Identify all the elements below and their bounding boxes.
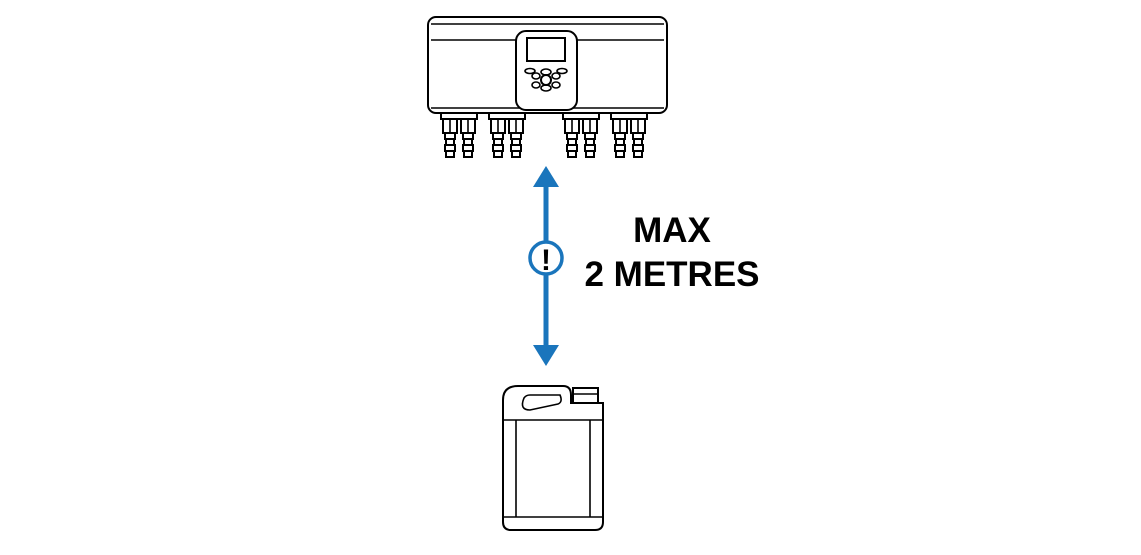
max-label: MAX	[633, 211, 711, 250]
dosing-pump-icon	[427, 16, 668, 158]
fitting-part	[567, 150, 577, 158]
fitting-part	[610, 112, 648, 120]
distance-label: 2 METRES	[584, 255, 760, 294]
fitting-part	[562, 112, 600, 120]
fitting-part	[633, 150, 643, 158]
canister-icon	[502, 385, 604, 531]
svg-text:!: !	[541, 244, 551, 277]
fitting-part	[445, 150, 455, 158]
warning-icon: !	[528, 240, 564, 277]
hose-fittings	[440, 112, 648, 158]
fitting-part	[440, 112, 478, 120]
fitting-part	[463, 150, 473, 158]
fitting-part	[585, 150, 595, 158]
fitting-part	[511, 150, 521, 158]
keypad	[524, 67, 568, 92]
fitting-part	[493, 150, 503, 158]
fitting-part	[488, 112, 526, 120]
fitting-part	[615, 150, 625, 158]
